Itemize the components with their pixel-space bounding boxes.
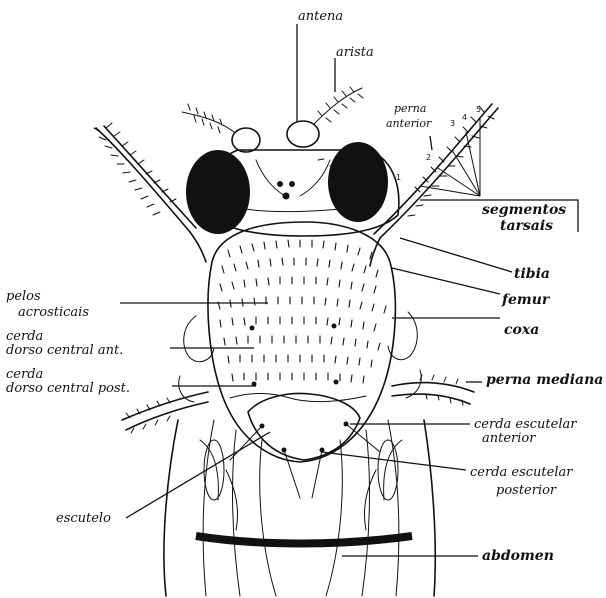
right-eye [328,142,388,222]
label-perna-mediana: perna mediana [486,372,603,388]
antennae [182,87,363,152]
thorax [179,222,421,462]
label-perna-anterior-line2: anterior [386,117,432,130]
label-segmentos-tarsais-line2: tarsais [500,218,553,234]
label-tibia: tibia [514,266,550,282]
label-pelos-acrosticais-line2: acrosticais [18,305,89,320]
label-cerda-escutelar-anterior-line1: cerda escutelar [474,417,577,432]
label-segmentos-tarsais-line1: segmentos [482,202,566,218]
label-cerda-escutelar-posterior-line1: cerda escutelar [470,465,573,480]
segment-number: 5 [476,105,481,114]
segment-number: 1 [396,173,401,182]
segment-number: 3 [450,119,455,128]
label-cerda-dc-ant-line1: cerda [6,329,43,344]
label-cerda-dc-ant-line2: dorso central ant. [6,343,123,358]
label-perna-anterior-line1: perna [394,102,426,115]
labels: antena arista perna anterior segmentos t… [6,9,603,564]
label-cerda-dc-post-line1: cerda [6,367,43,382]
label-arista: arista [336,45,374,60]
label-femur: femur [501,292,551,308]
label-cerda-escutelar-anterior-line2: anterior [482,431,536,446]
abdomen-body [164,420,435,596]
label-escutelo: escutelo [56,511,111,526]
label-abdomen: abdomen [482,548,554,564]
label-coxa: coxa [504,322,539,338]
segment-number: 4 [462,113,467,122]
label-cerda-escutelar-posterior-line2: posterior [496,483,557,498]
label-cerda-dc-post-line2: dorso central post. [6,381,130,396]
left-eye [186,150,250,234]
scutellum [230,394,380,498]
label-antena: antena [298,9,343,24]
label-pelos-acrosticais-line1: pelos [6,289,41,304]
segment-number: 2 [426,153,431,162]
